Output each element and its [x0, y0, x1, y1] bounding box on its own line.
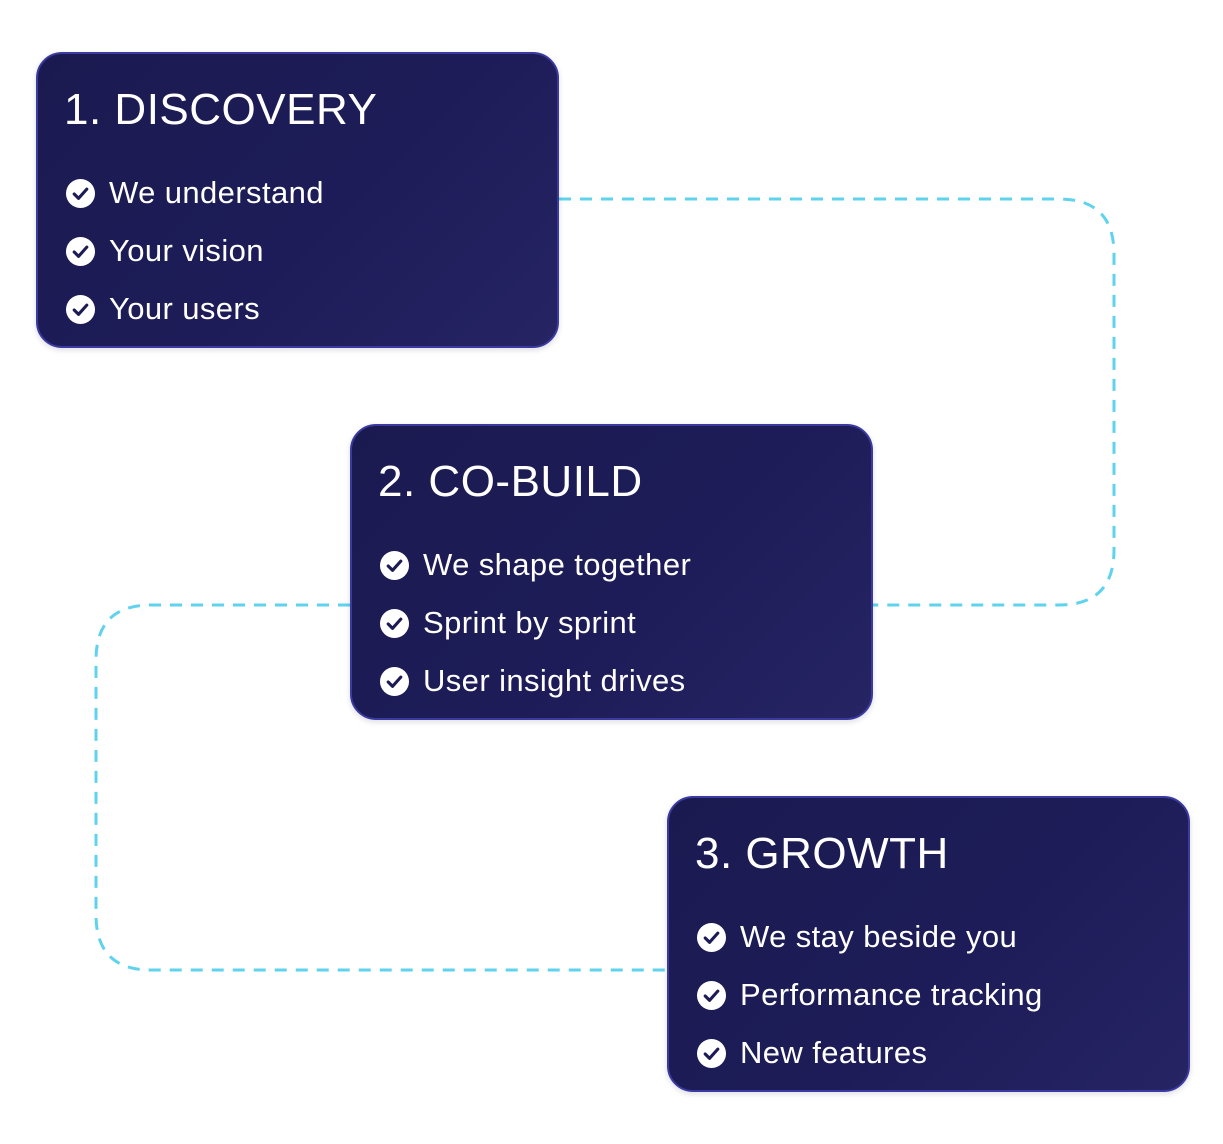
- step-card-discovery: 1. DISCOVERY We understand Your vision Y…: [36, 52, 559, 348]
- step-title: 2. CO-BUILD: [378, 457, 643, 506]
- step-title: 3. GROWTH: [695, 829, 949, 878]
- step-item-label: Your users: [109, 291, 261, 326]
- check-circle-icon: [379, 666, 410, 696]
- step-item: We shape together: [379, 536, 691, 594]
- step-item: Your users: [65, 280, 324, 338]
- step-item-label: Your vision: [109, 233, 264, 268]
- step-item: New features: [696, 1024, 1043, 1082]
- check-circle-icon: [696, 980, 727, 1010]
- check-circle-icon: [696, 922, 727, 952]
- step-item: User insight drives: [379, 652, 691, 710]
- step-item-list: We stay beside you Performance tracking …: [696, 908, 1043, 1082]
- check-circle-icon: [65, 236, 96, 266]
- step-item-label: Sprint by sprint: [423, 605, 637, 640]
- step-item-list: We understand Your vision Your users: [65, 164, 324, 338]
- step-item: We understand: [65, 164, 324, 222]
- step-item-label: We shape together: [423, 547, 692, 582]
- step-card-co-build: 2. CO-BUILD We shape together Sprint by …: [350, 424, 873, 720]
- step-item-label: Performance tracking: [740, 977, 1043, 1012]
- check-circle-icon: [65, 294, 96, 324]
- check-circle-icon: [696, 1038, 727, 1068]
- step-item-label: New features: [740, 1035, 928, 1070]
- step-item-list: We shape together Sprint by sprint User …: [379, 536, 691, 710]
- step-title: 1. DISCOVERY: [64, 85, 378, 134]
- step-card-growth: 3. GROWTH We stay beside you Performance…: [667, 796, 1190, 1092]
- connector-discovery-to-cobuild: [559, 197, 1116, 607]
- step-item: Your vision: [65, 222, 324, 280]
- step-item-label: User insight drives: [423, 663, 686, 698]
- check-circle-icon: [379, 550, 410, 580]
- step-item-label: We understand: [109, 175, 324, 210]
- step-item: Sprint by sprint: [379, 594, 691, 652]
- step-item: We stay beside you: [696, 908, 1043, 966]
- step-item: Performance tracking: [696, 966, 1043, 1024]
- check-circle-icon: [379, 608, 410, 638]
- check-circle-icon: [65, 178, 96, 208]
- step-item-label: We stay beside you: [740, 919, 1018, 954]
